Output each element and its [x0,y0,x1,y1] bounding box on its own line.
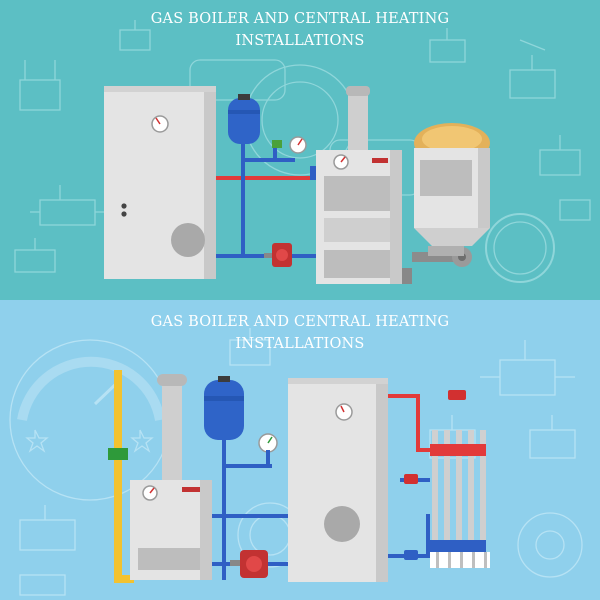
valve-icon [404,474,418,484]
burner-window [171,223,205,257]
banner-title-line-1: GAS BOILER AND CENTRAL HEATING [150,11,450,27]
top-illustration [14,20,591,284]
wall-gas-boiler [104,86,216,279]
chimney-flue [346,86,370,154]
valve-icon [272,140,282,148]
heating-manifold [430,430,490,568]
banner-title-line-2: INSTALLATIONS [235,33,365,49]
bottom-illustration [9,328,583,596]
burner-window [324,506,360,542]
banner-title: GAS BOILER AND CENTRAL HEATING INSTALLAT… [0,8,600,52]
chimney-flue [157,374,187,500]
indicator-light [121,203,127,209]
bottom-banner: GAS BOILER AND CENTRAL HEATING INSTALLAT… [0,300,600,600]
banner-title-line-2: INSTALLATIONS [235,336,365,352]
gas-valve-icon [108,448,128,460]
pellet-hopper [402,123,490,284]
banner-title-line-1: GAS BOILER AND CENTRAL HEATING [150,314,450,330]
wall-gas-boiler [288,378,388,582]
circulation-pump-icon [264,243,292,267]
banner-title: GAS BOILER AND CENTRAL HEATING INSTALLAT… [0,311,600,355]
pellet-boiler [316,150,402,284]
valve-icon [448,390,466,400]
floor-gas-boiler [130,480,212,580]
gas-pipe [108,370,134,583]
circulation-pump-icon [230,550,268,578]
top-banner: GAS BOILER AND CENTRAL HEATING INSTALLAT… [0,0,600,300]
valve-icon [404,550,418,560]
expansion-tank [204,376,244,440]
expansion-tank [228,94,260,144]
indicator-light [121,211,127,217]
